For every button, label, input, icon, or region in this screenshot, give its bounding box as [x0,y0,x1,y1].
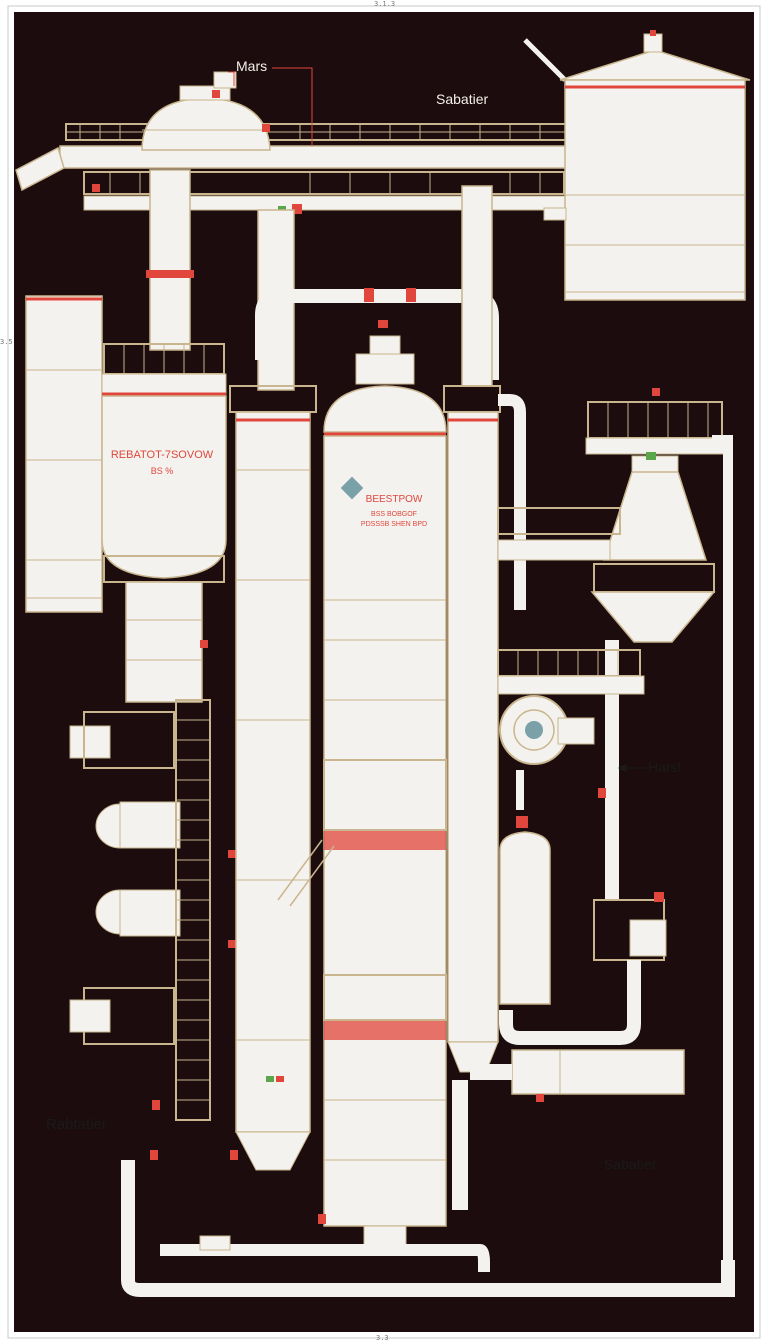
center-vessel-line1: BSS BOBGOF [371,511,417,518]
storage-tank-top-right [523,30,751,301]
center-main-vessel [277,335,447,1249]
label-sabatier-bottom: Sabatier [604,1156,657,1172]
leader-lines [228,67,313,146]
center-vessel-title: BEESTPOW [366,494,423,505]
tall-column-right [443,185,526,1073]
label-harsl: Harsl [648,759,681,775]
tick-bottom: 3.3 [376,1334,389,1342]
tick-side: 3.5 [0,338,13,346]
left-vessel-title: REBATOT-7SOVOW [111,449,214,461]
label-rabtatier: Rabtatier [46,1116,107,1133]
label-sabatier-top: Sabatier [436,91,489,107]
small-right-vessel [499,831,667,1045]
left-tall-tank [25,295,103,613]
center-vessel-line2: PDSSSB SHEN BPD [361,521,427,528]
bottom-pipe-loop [121,1080,735,1297]
top-dome-vessel [141,71,271,151]
left-module-stack [69,640,236,1121]
lower-horizontal-drum [470,1049,685,1102]
label-mars: Mars [236,58,268,74]
left-vessel-subtitle: BS % [151,466,174,476]
pump-platform [497,649,645,828]
left-reactor-vessel [101,169,227,703]
harsl-arrow-head [618,764,626,772]
cyclone-hopper [497,388,733,1270]
tick-top: 3.1.3 [374,0,396,8]
top-pipe-rack [15,123,575,214]
outer-border [7,5,761,1339]
tall-column-left [229,209,317,1171]
